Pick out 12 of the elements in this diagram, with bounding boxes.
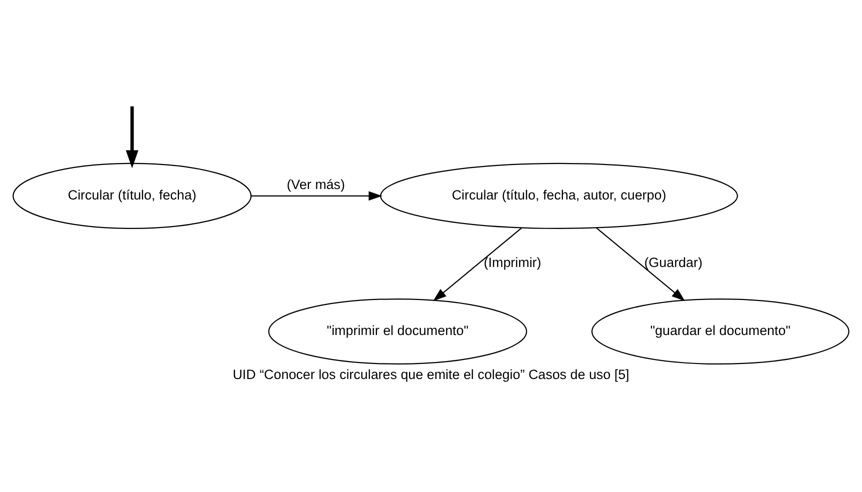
- node-ellipse: Circular (título, fecha): [12, 162, 252, 228]
- arrow: [433, 227, 522, 301]
- arrow: [596, 227, 686, 301]
- edge-label: (Ver más): [286, 176, 345, 192]
- arrow: [251, 190, 382, 200]
- node-ellipse: Circular (título, fecha, autor, cuerpo): [380, 162, 738, 228]
- edge-label: (Imprimir): [484, 254, 542, 270]
- arrow: [126, 106, 138, 168]
- caption: UID “Conocer los circulares que emite el colegio” Casos de uso [5]: [232, 366, 630, 382]
- edge-label: (Guardar): [644, 254, 702, 270]
- node-ellipse: "imprimir el documento": [268, 298, 528, 364]
- node-ellipse: "guardar el documento": [591, 298, 850, 364]
